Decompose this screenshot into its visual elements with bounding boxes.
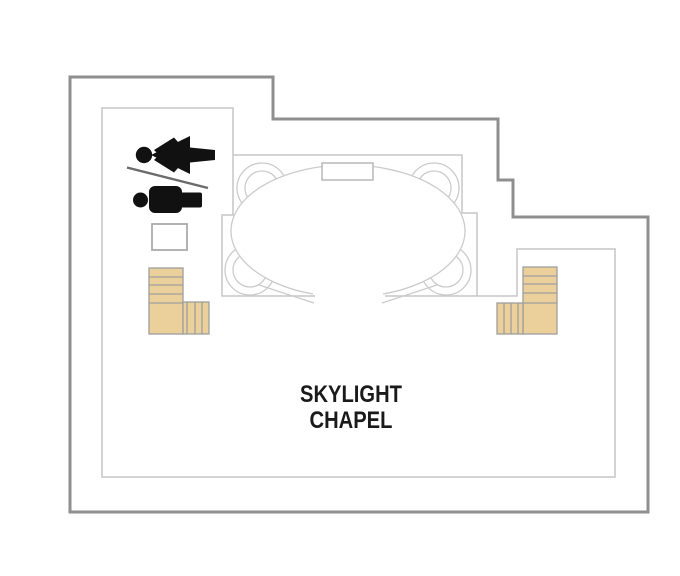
man-icon [133, 186, 202, 213]
chapel-block-outline [233, 154, 478, 296]
service-box [151, 223, 188, 251]
stairs-right-steps [503, 275, 557, 334]
stairs-right [496, 266, 558, 335]
chapel-label: SKYLIGHT CHAPEL [211, 382, 491, 434]
restroom-divider-line [126, 166, 209, 190]
woman-icon [135, 136, 215, 174]
deck-wall-outline [101, 107, 616, 478]
hull-outline [68, 75, 650, 514]
altar-rect [321, 162, 374, 181]
chapel-label-line1: SKYLIGHT [300, 381, 402, 408]
stairs-left-steps [149, 276, 203, 334]
entrance-door-right [381, 284, 438, 304]
stairs-left [148, 267, 210, 335]
restroom-sign [126, 136, 215, 213]
chapel-dome-fill [231, 165, 465, 294]
stairs-right-upper-run [522, 266, 558, 335]
stairs-right-lower-run [496, 302, 524, 335]
chapel-label-line2: CHAPEL [309, 407, 393, 434]
stairs-left-upper-run [148, 267, 184, 335]
entrance-door-left [258, 284, 315, 304]
